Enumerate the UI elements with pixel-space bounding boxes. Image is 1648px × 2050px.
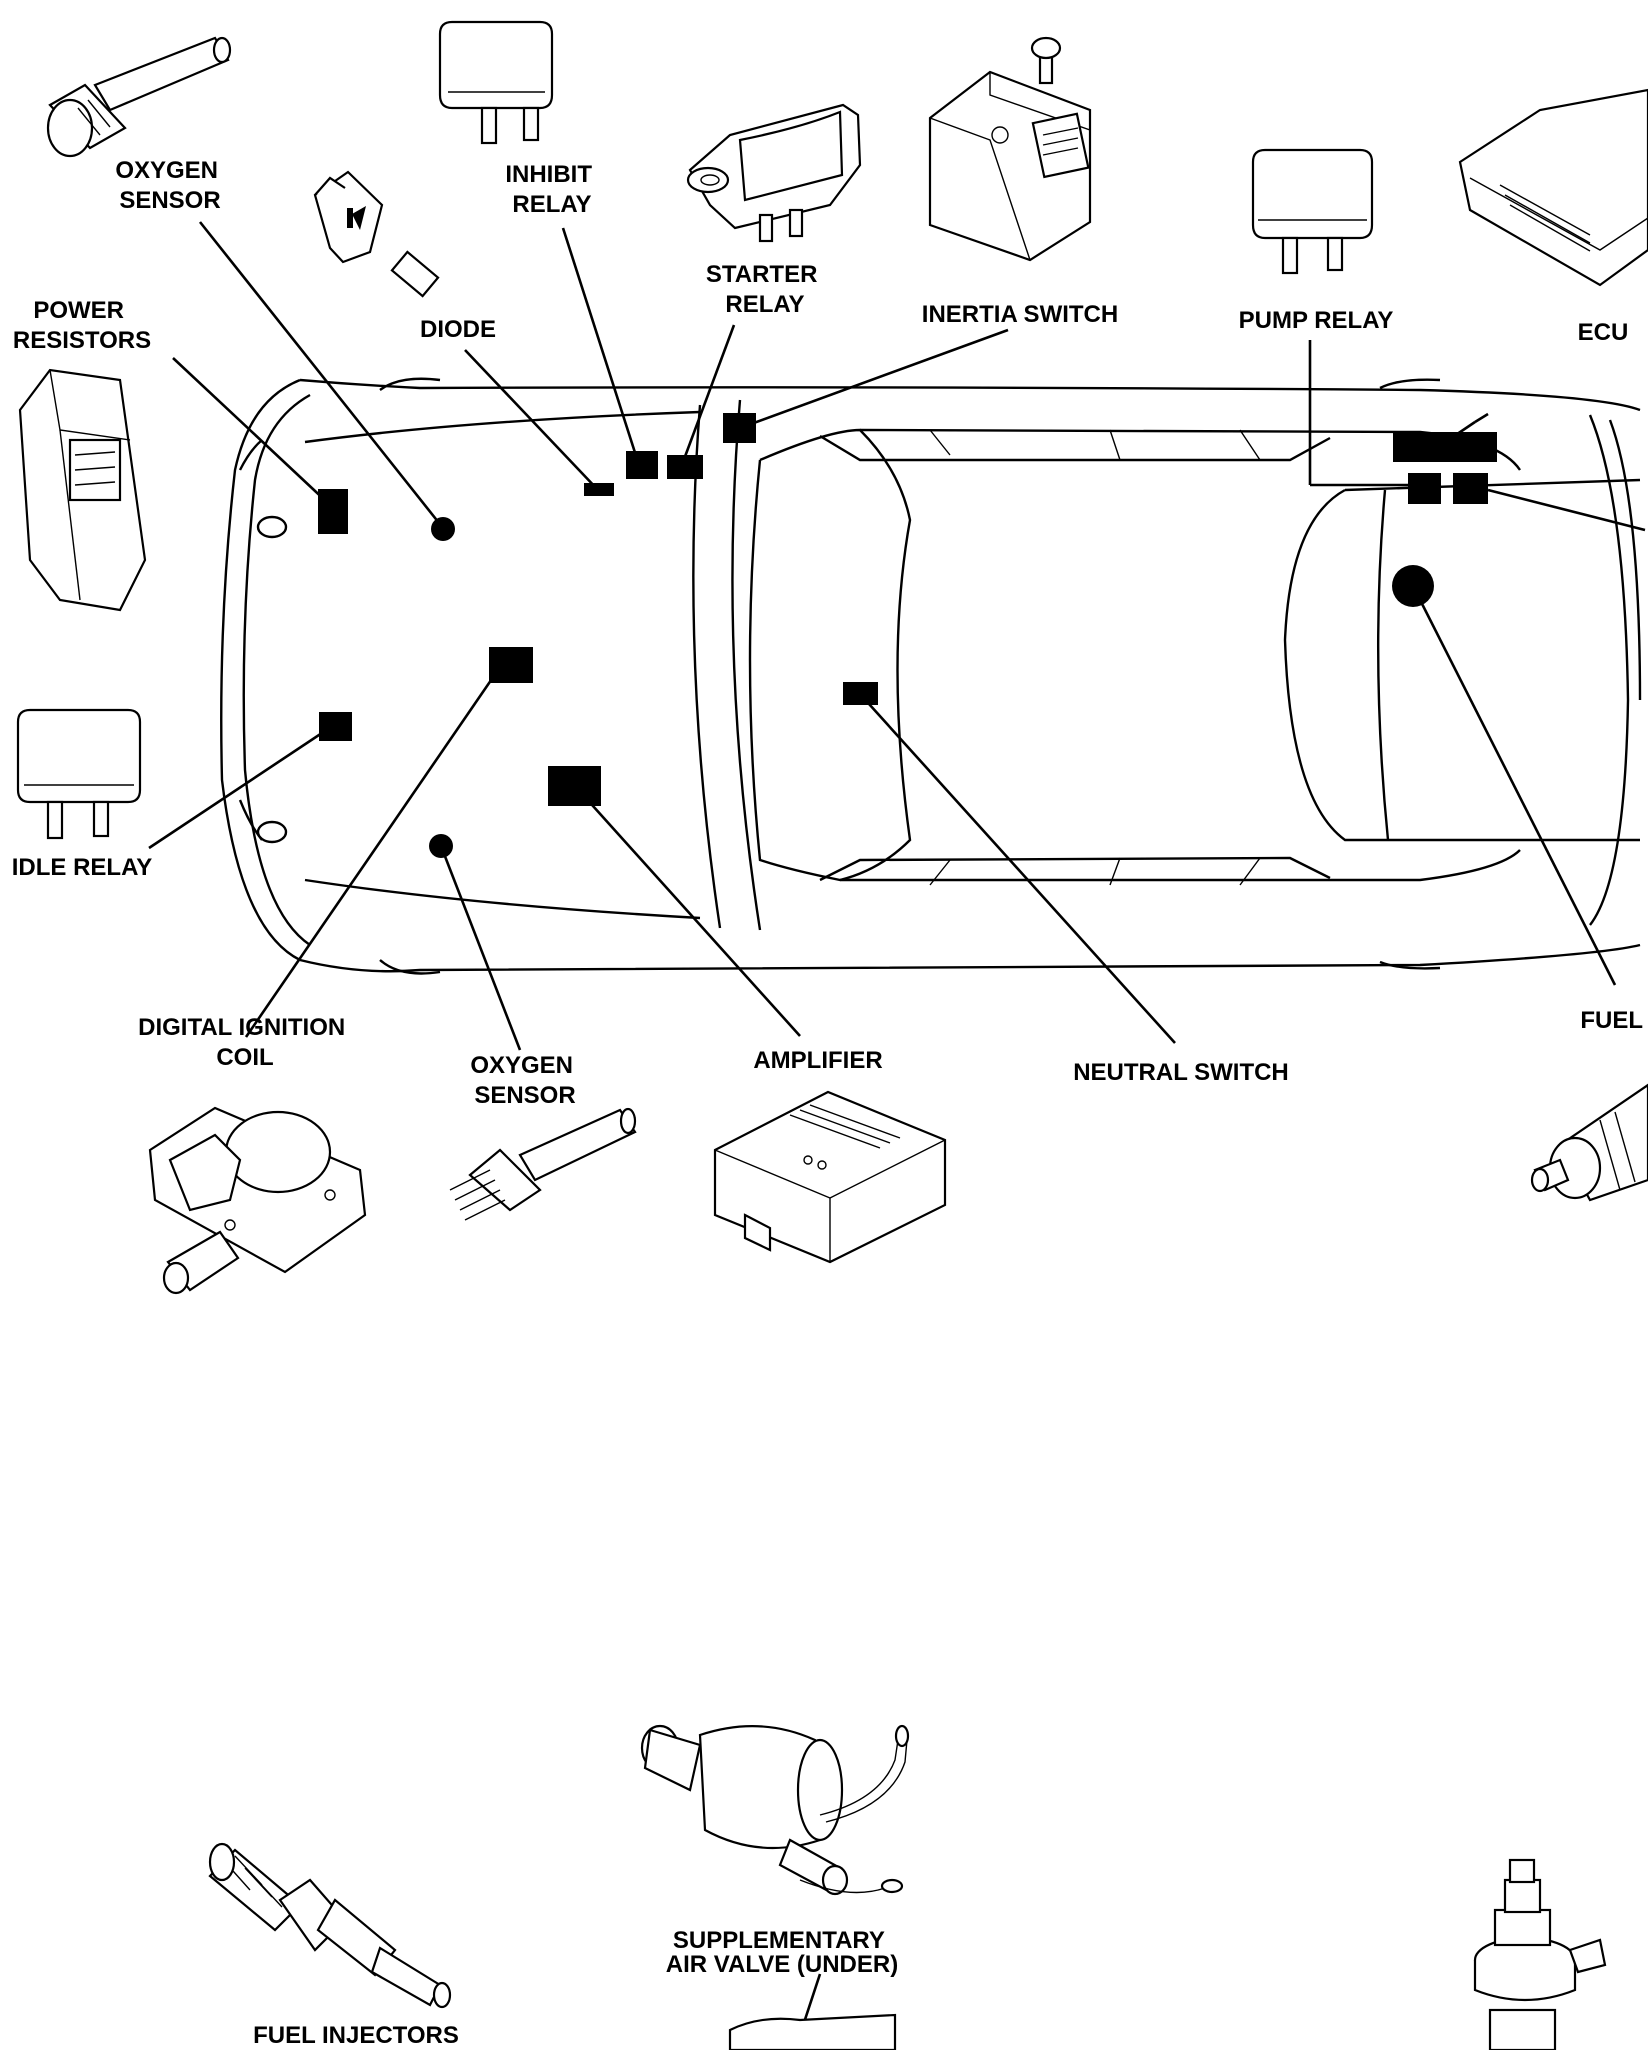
labels: OXYGEN SENSOR INHIBIT RELAY STARTER RELA… — [12, 157, 1643, 2049]
marker-inertia-switch — [723, 413, 756, 443]
label-inhibit-relay: INHIBIT RELAY — [505, 161, 598, 218]
label-pump-relay: PUMP RELAY — [1239, 307, 1394, 334]
diode-illustration — [313, 170, 440, 298]
label-ecu: ECU — [1578, 319, 1629, 346]
car-body-outline — [220, 377, 1642, 975]
idle-relay-illustration — [16, 708, 142, 840]
marker-inhibit-relay — [626, 451, 658, 479]
label-inertia-switch: INERTIA SWITCH — [922, 301, 1118, 328]
supplementary-air-valve-illustration — [640, 1724, 910, 1896]
marker-second-relay — [1453, 473, 1488, 504]
amplifier-illustration — [713, 1090, 947, 1264]
label-idle-relay: IDLE RELAY — [12, 854, 152, 881]
label-power-resistors: POWER RESISTORS — [13, 297, 151, 354]
label-starter-relay: STARTER RELAY — [706, 261, 824, 318]
label-supplementary-air-valve: SUPPLEMENTARY AIR VALVE (UNDER) — [666, 1927, 898, 1978]
fuel-pump-illustration — [1530, 1083, 1648, 1202]
oxygen-sensor-illustration-top — [46, 36, 232, 158]
location-markers — [318, 413, 1497, 858]
marker-neutral-switch — [843, 682, 878, 705]
partial-component-bottom-center — [728, 2013, 897, 2050]
valve-illustration-bottom-right — [1473, 1858, 1607, 2050]
label-fuel: FUEL — [1580, 1007, 1643, 1034]
inhibit-relay-illustration — [438, 20, 554, 145]
marker-power-resistors — [318, 489, 348, 534]
label-amplifier: AMPLIFIER — [753, 1047, 882, 1074]
marker-diode — [584, 483, 614, 496]
label-neutral-switch: NEUTRAL SWITCH — [1073, 1059, 1289, 1086]
label-diode: DIODE — [420, 316, 496, 343]
marker-ecu — [1393, 432, 1497, 462]
oxygen-sensor-illustration-bottom — [449, 1107, 637, 1221]
label-oxygen-sensor-top: OXYGEN SENSOR — [115, 157, 224, 214]
marker-pump-relay — [1408, 473, 1441, 504]
label-oxygen-sensor-bottom: OXYGEN SENSOR — [470, 1052, 579, 1109]
inertia-switch-illustration — [928, 36, 1092, 262]
marker-amplifier — [548, 766, 601, 806]
label-fuel-injectors: FUEL INJECTORS — [253, 2022, 459, 2049]
digital-ignition-coil-illustration — [148, 1106, 367, 1295]
marker-idle-relay — [319, 712, 352, 741]
power-resistors-illustration — [18, 368, 147, 612]
label-digital-ignition-coil: DIGITAL IGNITION COIL — [138, 1014, 352, 1071]
marker-ignition-coil — [489, 647, 533, 683]
starter-relay-illustration — [686, 103, 862, 243]
ecu-illustration — [1458, 88, 1648, 287]
pump-relay-illustration — [1251, 148, 1374, 275]
marker-oxygen-sensor-top — [431, 517, 455, 541]
leader-lines — [148, 221, 1646, 2050]
fuel-injector-illustration — [208, 1842, 452, 2009]
